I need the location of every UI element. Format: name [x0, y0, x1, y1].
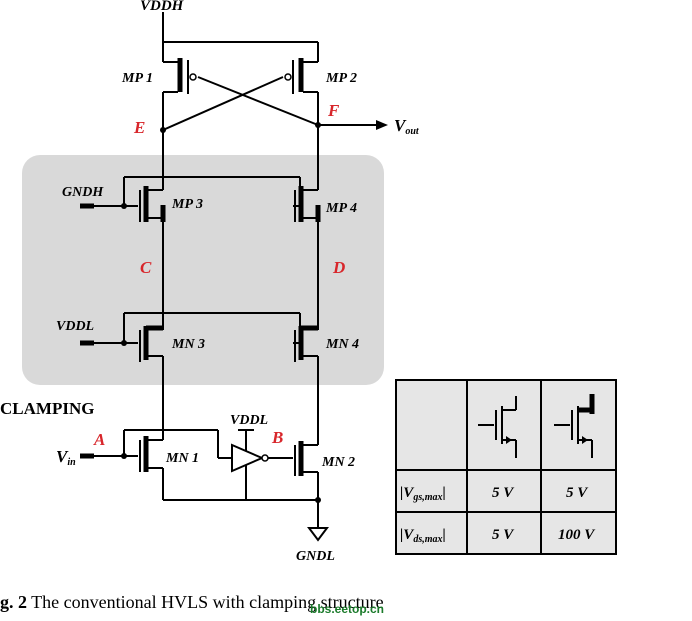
- vgs-normal-value: 5 V: [492, 485, 515, 501]
- hv-nmos-symbol-icon: [554, 394, 595, 458]
- clamping-region: [22, 155, 384, 385]
- vddl-left-label: VDDL: [56, 319, 94, 334]
- mp4-label: MP 4: [325, 201, 357, 216]
- vin-label: Vin: [56, 447, 76, 468]
- node-d-label: D: [332, 258, 345, 277]
- node-c-label: C: [140, 258, 152, 277]
- mn2-label: MN 2: [321, 455, 355, 470]
- clamping-label: CLAMPING: [0, 399, 94, 418]
- vddl-inverter-label: VDDL: [230, 413, 268, 428]
- hvls-schematic: VDDH MP 1 MP 2 MP 3 MP 4 MN 3 MN 4 MN 1 …: [0, 0, 617, 564]
- node-e-label: E: [133, 118, 145, 137]
- mp2-label: MP 2: [325, 71, 357, 86]
- node-b-label: B: [271, 428, 283, 447]
- vddh-label: VDDH: [140, 0, 185, 14]
- vds-normal-value: 5 V: [492, 527, 515, 543]
- watermark: bbs.eetop.cn: [310, 602, 385, 616]
- vgs-max-row-label: |Vgs,max|: [400, 485, 446, 503]
- vout-label: Vout: [394, 116, 420, 137]
- mn4-label: MN 4: [325, 337, 359, 352]
- figure-caption: g. 2 The conventional HVLS with clamping…: [0, 592, 384, 612]
- mn1-label: MN 1: [165, 451, 199, 466]
- vds-hv-value: 100 V: [558, 527, 596, 543]
- nmos-symbol-icon: [478, 396, 517, 458]
- vgs-hv-value: 5 V: [566, 485, 589, 501]
- node-f-label: F: [327, 101, 340, 120]
- mn3-label: MN 3: [171, 337, 205, 352]
- mp1-label: MP 1: [121, 71, 153, 86]
- gndl-label: GNDL: [296, 549, 335, 564]
- node-a-label: A: [93, 430, 105, 449]
- gndh-label: GNDH: [62, 185, 104, 200]
- mp3-label: MP 3: [171, 197, 203, 212]
- vds-max-row-label: |Vds,max|: [400, 527, 446, 545]
